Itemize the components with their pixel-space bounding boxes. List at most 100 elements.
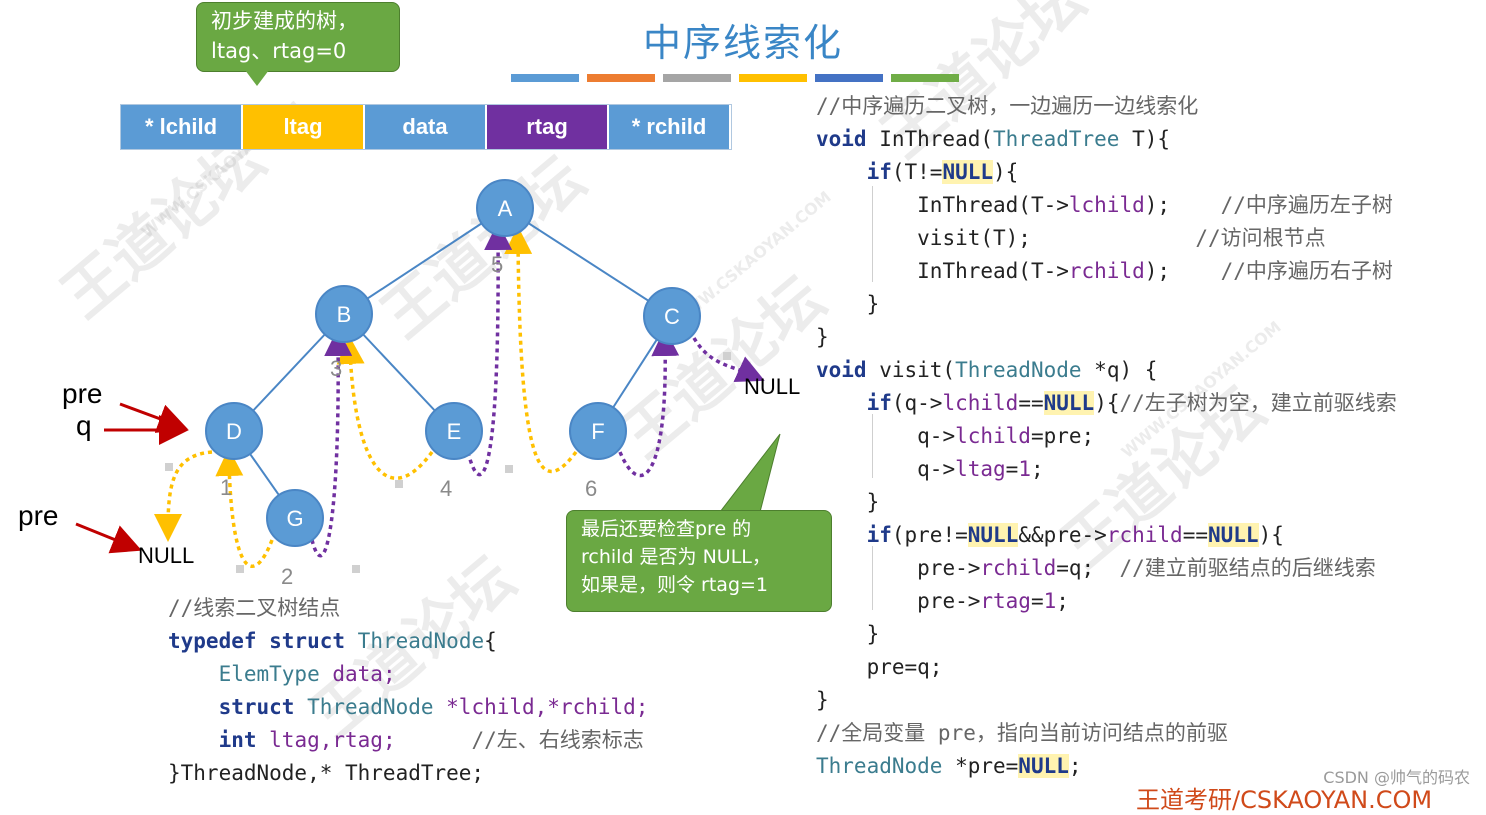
thread-d-null [154, 450, 213, 542]
indent-guide [872, 186, 873, 282]
code-text: pre-> [917, 589, 981, 613]
pointer-arrows [75, 402, 189, 554]
svg-text:A: A [498, 196, 513, 221]
code-keyword: if [866, 391, 892, 415]
callout-initial-tree: 初步建成的树， ltag、rtag=0 [196, 2, 400, 72]
node-f: F [569, 402, 627, 460]
callout-tail [718, 433, 781, 513]
field-ltag: ltag [243, 105, 365, 149]
thread-c-null [692, 337, 765, 382]
code-text: =q; [1056, 556, 1095, 580]
node-b: B [315, 285, 373, 343]
code-text: ); [1144, 259, 1171, 283]
code-text: } [866, 622, 880, 646]
code-keyword: if [866, 523, 892, 547]
decorative-dots [165, 352, 731, 573]
code-comment: //中序遍历左子树 [1220, 193, 1393, 217]
code-text: InThread(T-> [917, 193, 1069, 217]
thread-f-c [618, 328, 680, 478]
page-title: 中序线索化 [642, 21, 843, 65]
code-keyword: if [866, 160, 892, 184]
code-text: pre=q; [866, 655, 943, 679]
code-field: lchild [955, 424, 1031, 448]
field-data: data [365, 105, 487, 149]
code-text: &&pre-> [1018, 523, 1107, 547]
code-type: ThreadNode [294, 695, 434, 719]
color-bar [587, 74, 655, 82]
code-comment: //线索二叉树结点 [168, 596, 341, 620]
code-text: } [866, 490, 880, 514]
callout-line: rchild 是否为 NULL， [581, 546, 771, 568]
tree-edges [233, 207, 673, 519]
code-keyword: struct [218, 695, 295, 719]
thread-g-d [215, 448, 274, 568]
color-bar [815, 74, 883, 82]
code-keyword: void [816, 127, 867, 151]
null-label-right: NULL [744, 374, 801, 399]
code-text: { [484, 629, 497, 653]
code-text: T){ [1119, 127, 1171, 151]
pre-label-bottom: pre [18, 500, 59, 531]
edge-a-c [504, 207, 673, 317]
code-text: == [1182, 523, 1208, 547]
code-null: NULL [1207, 523, 1259, 547]
thread-e-b [336, 336, 434, 480]
arrow-pre-bottom [75, 522, 142, 554]
code-text: ; [1030, 457, 1044, 481]
code-text: InThread(T-> [917, 259, 1069, 283]
code-text: InThread( [866, 127, 994, 151]
code-keyword: typedef struct [168, 629, 346, 653]
code-text: }ThreadNode,* ThreadTree; [168, 761, 485, 785]
svg-text:E: E [447, 419, 462, 444]
pre-label-top: pre [62, 378, 103, 409]
edge-a-b [343, 207, 506, 315]
callout-check-pre: 最后还要检查pre 的 rchild 是否为 NULL， 如果是，则令 rtag… [566, 510, 832, 612]
callout-line: 最后还要检查pre 的 [581, 518, 752, 540]
code-type: ThreadTree [993, 127, 1120, 151]
svg-text:C: C [664, 304, 680, 329]
callout-line: 如果是，则令 rtag=1 [581, 574, 769, 596]
code-number: 1 [1018, 457, 1031, 481]
code-inthread: //中序遍历二叉树，一边遍历一边线索化 void InThread(Thread… [816, 90, 1397, 783]
code-text: visit(T); [917, 226, 1031, 250]
code-thread-node-struct: //线索二叉树结点 typedef struct ThreadNode{ Ele… [168, 592, 648, 790]
svg-text:G: G [286, 506, 303, 531]
code-comment: //全局变量 pre，指向当前访问结点的前驱 [816, 721, 1228, 745]
code-text: visit( [866, 358, 956, 382]
callout-line: 初步建成的树， [211, 9, 358, 33]
visit-order-number: 6 [585, 476, 597, 501]
node-g: G [266, 489, 324, 547]
null-label-left: NULL [138, 543, 195, 568]
code-null: NULL [967, 523, 1019, 547]
code-text: = [1005, 457, 1019, 481]
code-text: } [816, 325, 829, 349]
q-label: q [76, 410, 92, 441]
code-field: lchild [1068, 193, 1145, 217]
indent-guide [872, 546, 873, 610]
code-keyword: int [218, 728, 257, 752]
code-comment: //访问根节点 [1195, 226, 1326, 250]
brand-footer: 王道考研/CSKAOYAN.COM [1136, 786, 1433, 814]
code-type: ThreadNode [955, 358, 1082, 382]
csdn-credit: CSDN @帅气的码农 [1323, 768, 1470, 787]
code-null: NULL [1018, 754, 1069, 778]
node-a: A [476, 179, 534, 237]
thread-f-a [504, 226, 578, 474]
code-comment: //中序遍历右子树 [1220, 259, 1393, 283]
node-c: C [643, 287, 701, 345]
title-color-bars [511, 74, 959, 82]
code-field: lchild [942, 391, 1019, 415]
thread-e-a [466, 222, 513, 477]
code-text: (q-> [891, 391, 943, 415]
code-text: ; [1056, 589, 1069, 613]
field-rchild: * rchild [609, 105, 731, 149]
code-text: data; [319, 662, 396, 686]
color-bar [663, 74, 731, 82]
successor-threads [310, 222, 765, 558]
svg-text:F: F [591, 419, 604, 444]
code-null: NULL [1043, 391, 1095, 415]
code-field: rtag [980, 589, 1031, 613]
code-text: ); [1144, 193, 1171, 217]
indent-guide [872, 414, 873, 478]
node-structure: * lchild ltag data rtag * rchild [120, 104, 732, 150]
